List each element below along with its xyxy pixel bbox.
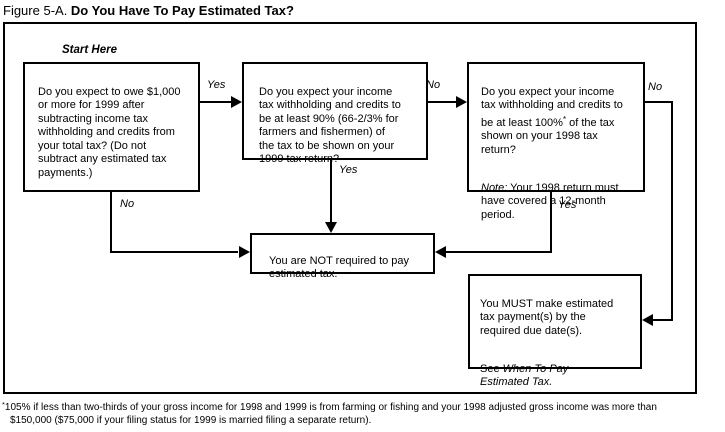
must-pay-see-reference: See When To Pay Estimated Tax. xyxy=(480,363,632,390)
connector-q1-no-into-not xyxy=(110,251,238,253)
result-box-must-pay: You MUST make estimated tax payment(s) b… xyxy=(468,274,642,388)
result-box-must-pay-text: You MUST make estimated tax payment(s) b… xyxy=(480,297,614,337)
connector-q3-no-into-must xyxy=(653,319,673,321)
see-reference-title: When To Pay Estimated Tax. xyxy=(480,362,569,389)
edge-label-yes-q3: Yes xyxy=(558,199,577,211)
q3-note: Note: Your 1998 return must have covered… xyxy=(481,182,635,223)
footnote-asterisk: * xyxy=(2,400,5,409)
arrowhead-right-icon xyxy=(456,96,467,108)
connector-q1-yes-q2 xyxy=(200,101,232,103)
edge-label-no-q2-q3: No xyxy=(426,79,441,91)
edge-label-no-q3: No xyxy=(648,81,663,93)
figure-title: Figure 5-A. Do You Have To Pay Estimated… xyxy=(3,3,294,18)
question-box-90-percent-text: Do you expect your income tax withholdin… xyxy=(259,85,401,166)
edge-label-yes-q1-q2: Yes xyxy=(207,79,226,91)
connector-q3-no-right xyxy=(645,101,673,103)
q3-note-text: Your 1998 return must have covered a 12-… xyxy=(481,181,619,221)
connector-q3-no-down xyxy=(671,101,673,321)
result-box-not-required: You are NOT required to pay estimated ta… xyxy=(250,233,435,280)
connector-q3-yes-into-not xyxy=(446,251,552,253)
arrowhead-right-icon xyxy=(231,96,242,108)
question-box-90-percent: Do you expect your income tax withholdin… xyxy=(242,62,428,165)
see-prefix: See xyxy=(480,362,503,375)
q3-note-label: Note: xyxy=(481,181,508,194)
question-box-owe-1000-text: Do you expect to owe $1,000 or more for … xyxy=(38,85,181,179)
arrowhead-left-icon xyxy=(642,314,653,326)
figure-title-main: Do You Have To Pay Estimated Tax? xyxy=(70,3,294,18)
footnote: *105% if less than two-thirds of your gr… xyxy=(2,398,722,427)
start-here-label: Start Here xyxy=(62,44,117,56)
connector-q2-no-q3 xyxy=(428,101,456,103)
edge-label-no-q1: No xyxy=(120,198,135,210)
footnote-line1: *105% if less than two-thirds of your gr… xyxy=(2,398,722,414)
q3-text-pre: Do you expect your income tax withholdin… xyxy=(481,85,623,129)
question-box-100-percent: Do you expect your income tax withholdin… xyxy=(467,62,645,221)
figure-title-prefix: Figure 5-A. xyxy=(3,3,71,18)
edge-label-yes-q2: Yes xyxy=(339,164,358,176)
question-box-100-percent-text: Do you expect your income tax withholdin… xyxy=(481,86,635,158)
q3-footnote-asterisk: * xyxy=(562,114,567,124)
q3-text-post: of the tax shown on your 1998 tax return… xyxy=(481,116,615,156)
footnote-line1-text: 105% if less than two-thirds of your gro… xyxy=(4,402,657,413)
arrowhead-left-icon xyxy=(435,246,446,258)
arrowhead-down-icon xyxy=(325,222,337,233)
connector-q1-no-down xyxy=(110,192,112,253)
arrowhead-right-icon xyxy=(239,246,250,258)
connector-q2-yes-down xyxy=(330,160,332,222)
connector-q3-yes-down xyxy=(550,192,552,253)
footnote-line2: $150,000 ($75,000 if your filing status … xyxy=(10,415,372,426)
question-box-owe-1000: Do you expect to owe $1,000 or more for … xyxy=(23,62,200,192)
result-box-not-required-text: You are NOT required to pay estimated ta… xyxy=(269,254,410,281)
